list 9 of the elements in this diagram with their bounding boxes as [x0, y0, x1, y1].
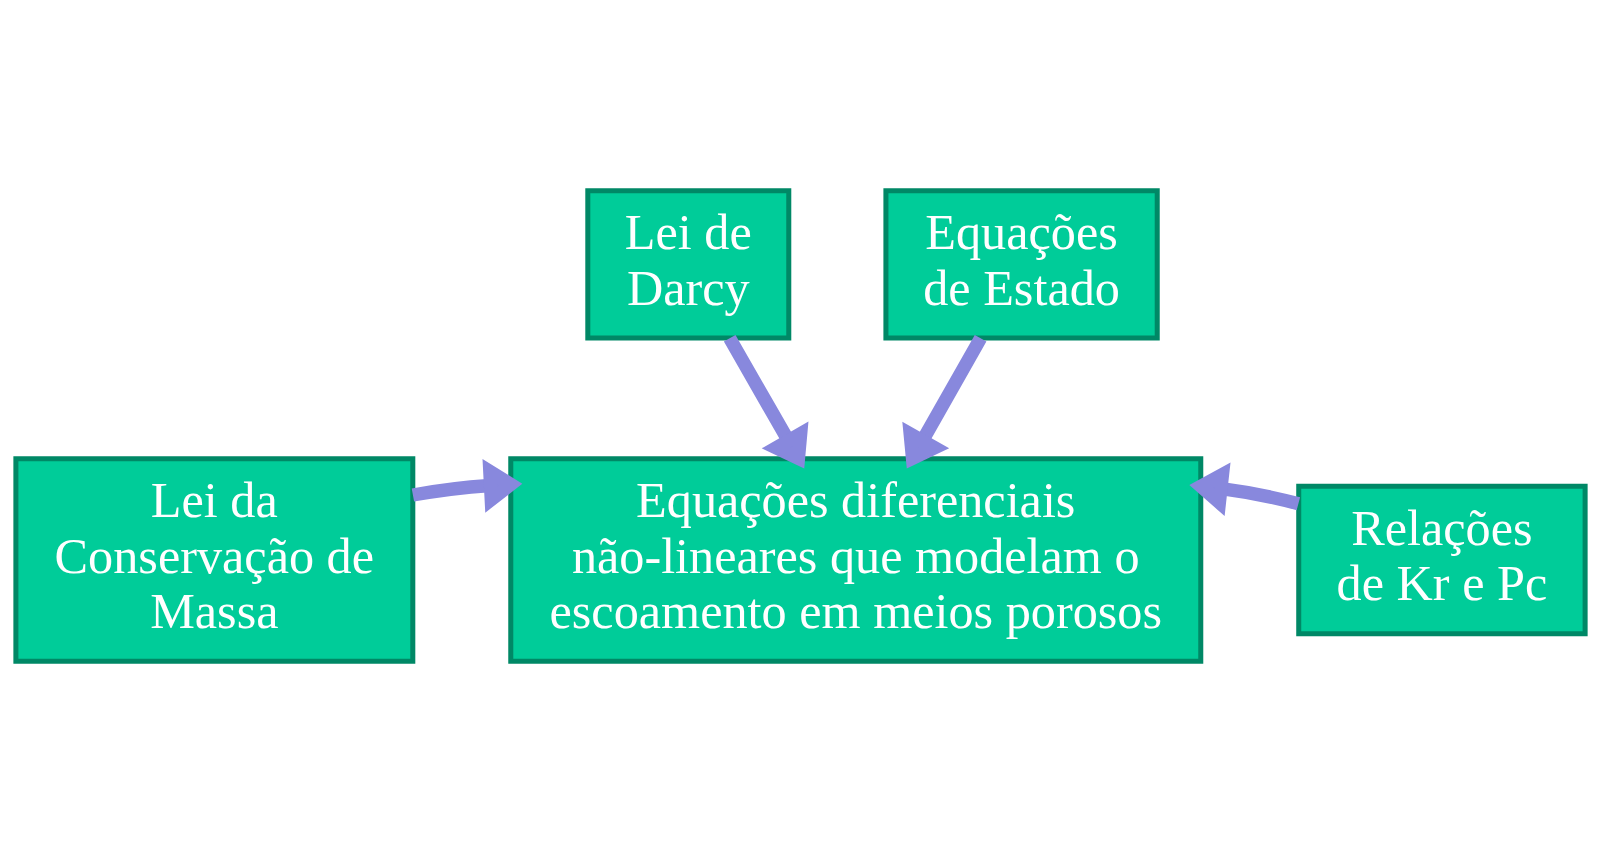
node-box: Lei da Conservação de Massa: [13, 455, 416, 664]
node-box: Lei de Darcy: [585, 187, 792, 341]
node-box: Equações de Estado: [883, 187, 1160, 341]
node-box: Equações diferenciais não-lineares que modelam o escoamento em meios porosos: [508, 455, 1204, 664]
arrow: [723, 334, 809, 468]
arrow: [411, 458, 523, 513]
node-box: Relações de Kr e Pc: [1296, 483, 1588, 636]
arrow: [902, 334, 987, 468]
arrow: [1189, 462, 1301, 516]
